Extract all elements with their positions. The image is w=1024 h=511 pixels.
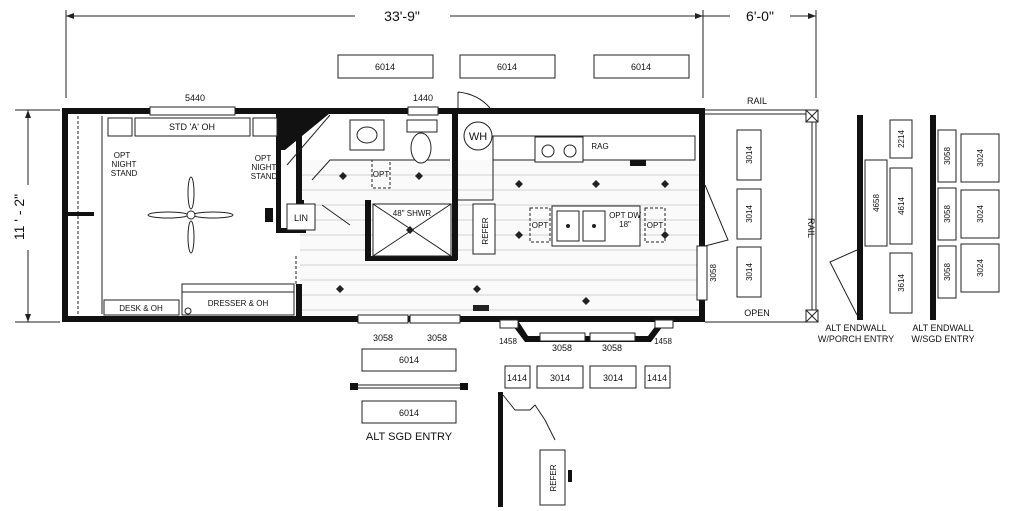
opt-left-label: OPT <box>532 221 549 230</box>
window-label: 6014 <box>375 62 395 72</box>
sgd-entry-right-label: 3024 <box>976 259 985 277</box>
alt-endwall-porch-label: ALT ENDWALL <box>825 323 886 333</box>
detail-refer-label: REFER <box>549 464 558 491</box>
desk-label: DESK & OH <box>119 304 163 313</box>
top-front-windows: 6014 6014 6014 <box>337 54 690 79</box>
porch-depth-label: 6'-0" <box>746 8 774 24</box>
dresser-label: DRESSER & OH <box>208 299 269 308</box>
sgd-entry-right-label: 3024 <box>976 149 985 167</box>
porch-entry-window-label: 4614 <box>897 197 906 215</box>
porch-window-label: 3014 <box>745 205 754 223</box>
refrigerator-label: REFER <box>481 217 490 244</box>
end-wall-window-label: 3058 <box>709 264 718 282</box>
porch-window-label: 3014 <box>745 146 754 164</box>
water-heater-label: WH <box>469 131 487 143</box>
sgd-entry-window-label: 3058 <box>943 205 952 223</box>
light-fixtures <box>336 172 669 311</box>
range-label: RAG <box>591 142 608 151</box>
porch-entry-window-label: 3614 <box>897 274 906 292</box>
window-label: 6014 <box>497 62 517 72</box>
alt-sgd-entry: 6014 6014 ALT SGD ENTRY <box>350 348 468 443</box>
bathroom: OPT LIN 48" SHWR <box>286 114 452 257</box>
width-label: 11 ' - 2" <box>11 194 27 240</box>
bedroom-shelf-label: STD 'A' OH <box>169 122 215 132</box>
rail-side-label: RAIL <box>806 218 816 238</box>
bay-right-label: 1458 <box>654 337 672 346</box>
overall-length-dimension: 33'-9" <box>65 8 704 98</box>
alt-endwall-sgd-entry: 3058 3058 3058 3024 3024 3024 ALT ENDWAL… <box>911 115 1000 344</box>
night-stand-right-label: STAND <box>251 172 278 181</box>
rail-top-label: RAIL <box>747 96 767 106</box>
dishwasher-label: 18" <box>619 220 631 229</box>
alt-endwall-porch-label: W/PORCH ENTRY <box>818 334 894 344</box>
bedroom-window-label: 5440 <box>185 93 205 103</box>
water-heater: WH <box>463 121 493 151</box>
width-dimension: 11 ' - 2" <box>11 109 60 323</box>
porch-window-label: 3014 <box>745 263 754 281</box>
window-label: 6014 <box>631 62 651 72</box>
bay-center-label: 3058 <box>602 343 622 353</box>
overall-length-label: 33'-9" <box>384 8 420 24</box>
bay-window: 1458 3058 3058 1458 <box>497 316 680 353</box>
alt-sgd-bottom-label: 6014 <box>399 408 419 418</box>
window-label: 3058 <box>427 333 447 343</box>
bottom-window-labels: 3058 3058 <box>373 333 447 343</box>
opt-bath-label: OPT <box>373 170 390 179</box>
front-door <box>457 91 491 109</box>
sgd-entry-right-label: 3024 <box>976 205 985 223</box>
sgd-entry-window-label: 3058 <box>943 263 952 281</box>
window-label: 3058 <box>373 333 393 343</box>
bath-window-label: 1440 <box>413 93 433 103</box>
alt-endwall-sgd-label: ALT ENDWALL <box>912 323 973 333</box>
ceiling-fan-icon <box>147 176 234 254</box>
porch-open-label: OPEN <box>744 308 770 318</box>
alt-endwall-porch-entry: 4658 2214 4614 3614 ALT ENDWALL W/PORCH … <box>818 115 913 344</box>
bay-center-label: 3058 <box>552 343 572 353</box>
linen-label: LIN <box>294 213 308 223</box>
bedroom: STD 'A' OH OPT NIGHT STAND OPT NIGHT STA… <box>66 116 297 316</box>
bay-window-alternates: 1414 3014 3014 1414 <box>504 365 671 389</box>
sgd-entry-window-label: 3058 <box>943 147 952 165</box>
alt-sgd-top-label: 6014 <box>399 355 419 365</box>
bay-left-label: 1458 <box>499 337 517 346</box>
window-label: 3014 <box>603 373 623 383</box>
opt-right-label: OPT <box>647 221 664 230</box>
refer-detail: REFER <box>498 392 572 507</box>
porch-entry-door-label: 4658 <box>872 194 881 212</box>
window-label: 3014 <box>550 373 570 383</box>
porch-depth-dimension: 6'-0" <box>703 8 817 98</box>
window-label: 1414 <box>647 373 667 383</box>
dishwasher-label: OPT DW <box>609 211 641 220</box>
kitchen: REFER RAG OPT DW 18" OPT OPT <box>458 135 696 255</box>
window-label: 1414 <box>507 373 527 383</box>
night-stand-right-label: OPT <box>255 154 272 163</box>
porch: RAIL RAIL OPEN 3014 3014 3014 3058 <box>704 96 819 323</box>
alt-sgd-entry-label: ALT SGD ENTRY <box>366 431 453 443</box>
night-stand-left-label: OPT <box>114 151 131 160</box>
shower-label: 48" SHWR <box>393 209 432 218</box>
night-stand-left-label: STAND <box>111 169 138 178</box>
alt-endwall-sgd-label: W/SGD ENTRY <box>911 334 974 344</box>
porch-entry-window-label: 2214 <box>897 130 906 148</box>
night-stand-left-label: NIGHT <box>112 160 137 169</box>
night-stand-right-label: NIGHT <box>252 163 277 172</box>
wall-openings: 5440 1440 <box>149 93 708 324</box>
